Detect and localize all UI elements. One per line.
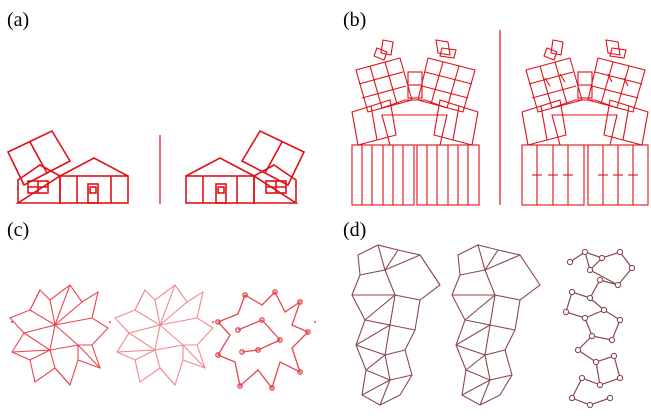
panel-a-house-left (6, 129, 129, 204)
panel-c-net-2 (114, 284, 214, 387)
panel-label-d: (d) (343, 219, 367, 241)
panel-d-strip-2 (451, 244, 541, 406)
panel-label-b: (b) (343, 9, 367, 31)
panel-b-structure-left (351, 39, 480, 206)
panel-label-c: (c) (7, 219, 30, 241)
panel-c-net-3-outline (215, 289, 311, 391)
panel-d-strip-3-nodes (562, 248, 636, 409)
panel-a-house-right (185, 129, 306, 204)
panel-c-tick-marks (11, 321, 316, 323)
panel-b-structure-right (521, 39, 649, 206)
panel-label-a: (a) (7, 9, 30, 31)
panel-d-strip-1 (351, 244, 441, 406)
panel-c-net-1 (9, 284, 109, 387)
